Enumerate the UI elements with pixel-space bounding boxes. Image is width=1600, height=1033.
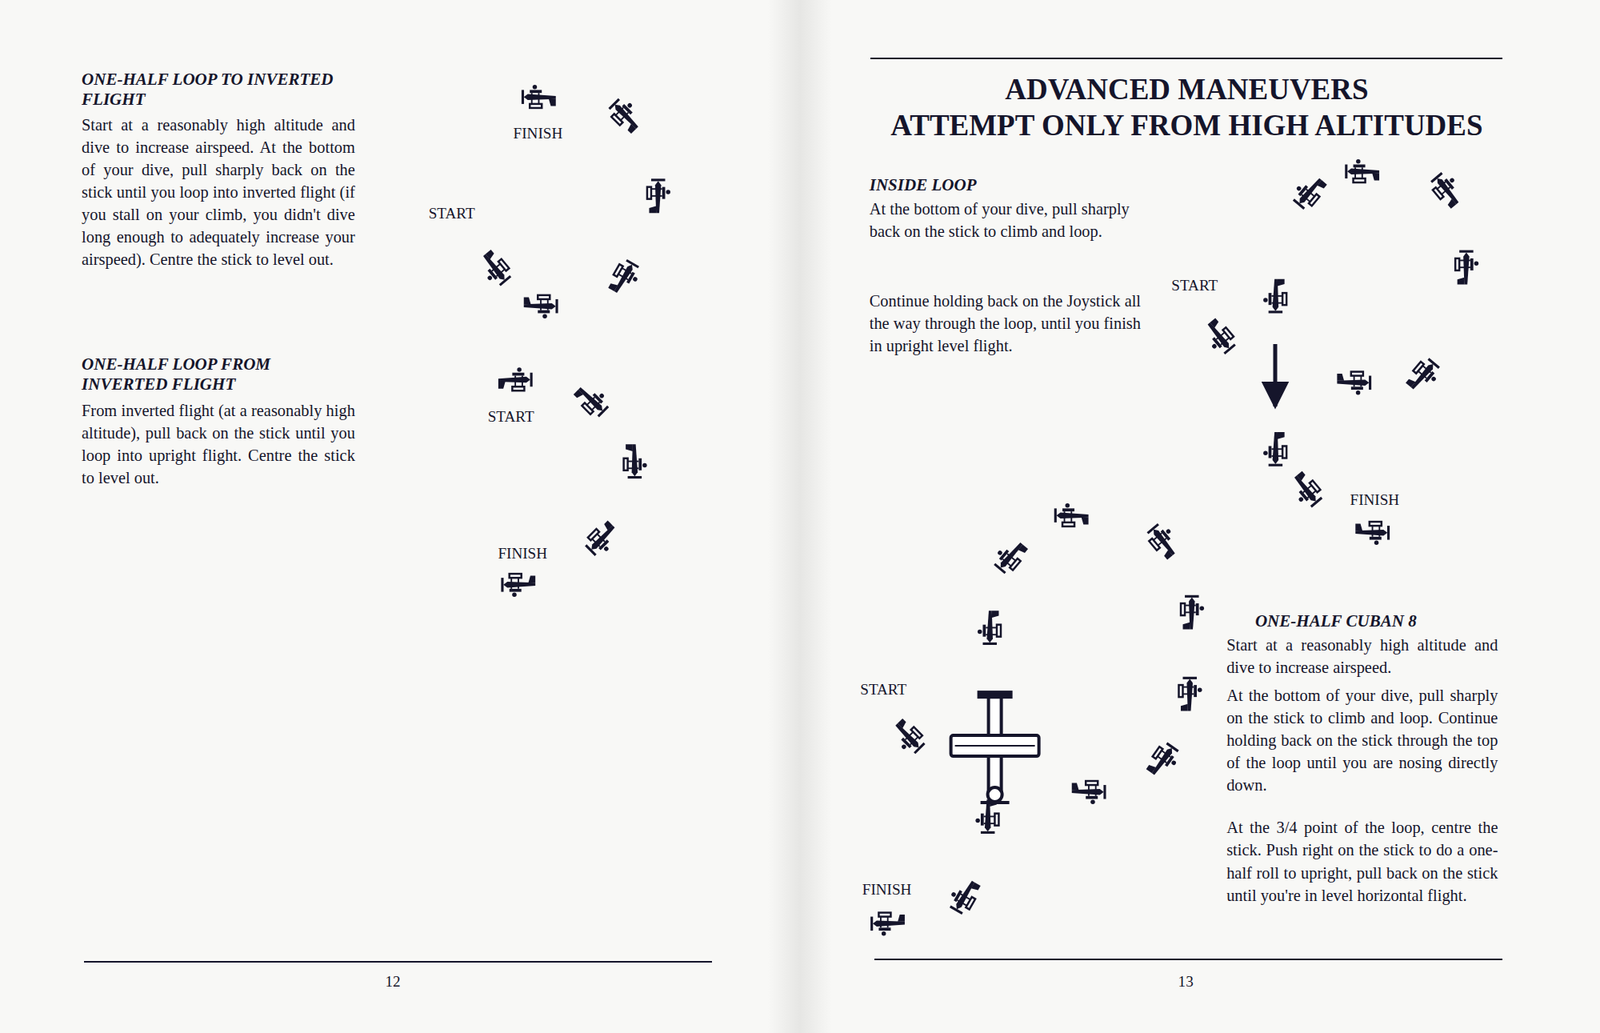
diagram-marker: FINISH — [497, 544, 548, 564]
section-heading: ONE-HALF LOOP TO INVERTED FLIGHT — [81, 69, 356, 111]
biplane-icon — [583, 519, 624, 560]
biplane-icon — [1428, 169, 1468, 210]
biplane-icon — [647, 180, 671, 213]
biplane-icon — [1289, 171, 1329, 212]
biplane-icon — [1263, 432, 1287, 465]
biplane-icon — [474, 248, 514, 288]
biplane-icon — [1144, 740, 1183, 781]
biplane-icon — [1199, 316, 1239, 357]
footer-rule — [84, 960, 712, 963]
biplane-icon — [1055, 503, 1088, 527]
footer-rule — [874, 958, 1503, 960]
biplane-icon — [1144, 520, 1184, 561]
page-subtitle: ATTEMPT ONLY FROM HIGH ALTITUDES — [850, 108, 1524, 144]
diagram-marker: START — [428, 204, 476, 224]
diagram-marker: FINISH — [513, 124, 564, 144]
biplane-icon — [502, 573, 536, 597]
biplane-icon — [624, 444, 648, 477]
biplane-icon — [572, 379, 612, 420]
diagram-marker: FINISH — [1350, 491, 1400, 510]
biplane-icon — [975, 799, 999, 832]
biplane-icon — [1263, 279, 1287, 312]
biplane-icon — [1180, 596, 1204, 629]
section-heading: ONE-HALF CUBAN 8 — [1255, 611, 1500, 632]
page-title: ADVANCED MANEUVERS — [850, 72, 1524, 108]
biplane-front-view — [951, 690, 1040, 803]
biplane-icon — [1404, 356, 1444, 396]
biplane-icon — [887, 716, 928, 757]
biplane-icon — [1346, 159, 1380, 183]
biplane-icon — [606, 95, 647, 136]
page-gutter — [768, 0, 832, 1033]
direction-arrow — [1273, 344, 1278, 407]
body-text: At the 3/4 point of the loop, centre the… — [1226, 816, 1498, 906]
section-heading: INSIDE LOOP — [869, 175, 1141, 196]
biplane-icon — [977, 610, 1001, 644]
page-number: 12 — [372, 972, 414, 992]
body-text: At the bottom of your dive, pull sharply… — [1226, 684, 1498, 796]
page-number: 13 — [1165, 972, 1207, 992]
body-text: Start at a reasonably high altitude and … — [1226, 633, 1498, 679]
biplane-icon — [1355, 521, 1388, 545]
biplane-icon — [606, 258, 644, 299]
biplane-icon — [522, 84, 556, 108]
diagram-marker: FINISH — [862, 880, 912, 900]
biplane-icon — [1336, 372, 1370, 396]
biplane-icon — [945, 875, 983, 916]
biplane-icon — [524, 295, 557, 319]
diagram-marker: START — [1171, 276, 1218, 296]
biplane-icon — [990, 535, 1030, 576]
biplane-icon — [1072, 780, 1105, 804]
diagram-marker: START — [488, 408, 535, 427]
biplane-icon — [872, 912, 905, 936]
diagram-marker: START — [860, 680, 907, 700]
biplane-icon — [498, 367, 532, 391]
body-text: At the bottom of your dive, pull sharply… — [869, 197, 1141, 243]
biplane-icon — [1455, 251, 1479, 284]
biplane-icon — [1285, 469, 1325, 510]
body-text: From inverted flight (at a reasonably hi… — [81, 399, 356, 489]
section-heading: ONE-HALF LOOP FROM INVERTED FLIGHT — [81, 354, 356, 396]
biplane-icon — [1178, 677, 1202, 711]
header-rule — [870, 57, 1503, 60]
body-text: Start at a reasonably high altitude and … — [81, 113, 356, 271]
body-text: Continue holding back on the Joystick al… — [869, 289, 1141, 357]
